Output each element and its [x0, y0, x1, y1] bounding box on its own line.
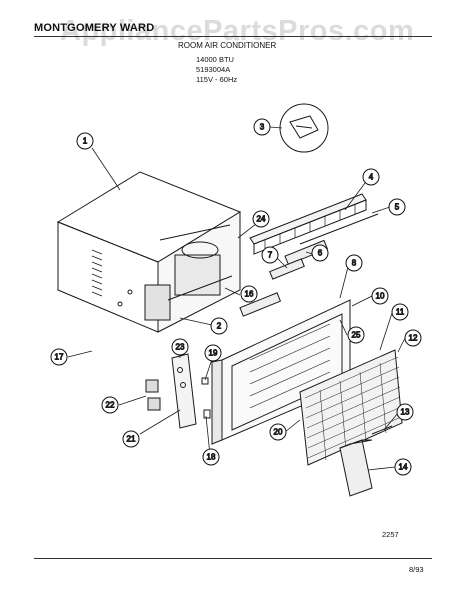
- svg-text:5: 5: [395, 203, 400, 212]
- callout-7: 7: [261, 246, 279, 264]
- svg-text:16: 16: [245, 290, 254, 299]
- callout-22: 22: [101, 396, 119, 414]
- svg-text:21: 21: [127, 435, 136, 444]
- figure-number: 2257: [382, 530, 399, 539]
- callout-23: 23: [171, 338, 189, 356]
- callout-10: 10: [371, 287, 389, 305]
- svg-text:4: 4: [369, 173, 374, 182]
- svg-text:8: 8: [352, 259, 357, 268]
- detail-inset-drawing: [279, 103, 329, 153]
- callout-13: 13: [396, 403, 414, 421]
- watermark: AppliancePartsPros.com: [60, 15, 415, 47]
- callout-6: 6: [311, 244, 329, 262]
- callout-18: 18: [202, 448, 220, 466]
- revision-date: 8/93: [409, 565, 424, 574]
- svg-text:17: 17: [55, 353, 64, 362]
- callout-19: 19: [204, 344, 222, 362]
- brand-name: MONTGOMERY WARD: [34, 22, 155, 34]
- svg-text:12: 12: [409, 334, 418, 343]
- svg-text:2: 2: [217, 322, 222, 331]
- voltage-rating: 115V - 60Hz: [196, 75, 238, 84]
- leader-lines: [67, 126, 406, 471]
- footer-rule: [34, 558, 432, 559]
- grille-drawing: [299, 349, 403, 466]
- callout-17: 17: [50, 348, 68, 366]
- callout-2: 2: [210, 317, 228, 335]
- knob-lower-drawing: [147, 397, 161, 411]
- svg-text:25: 25: [352, 331, 361, 340]
- svg-text:18: 18: [207, 453, 216, 462]
- svg-text:14: 14: [399, 463, 408, 472]
- callout-16: 16: [240, 285, 258, 303]
- callout-8: 8: [345, 254, 363, 272]
- callout-1: 1: [76, 132, 94, 150]
- svg-text:7: 7: [268, 251, 273, 260]
- svg-text:13: 13: [401, 408, 410, 417]
- callout-21: 21: [122, 430, 140, 448]
- callout-20: 20: [269, 423, 287, 441]
- btu-rating: 14000 BTU: [196, 55, 234, 64]
- callout-11: 11: [391, 303, 409, 321]
- svg-text:20: 20: [274, 428, 283, 437]
- callout-3: 3: [253, 118, 271, 136]
- svg-text:11: 11: [396, 308, 405, 317]
- svg-text:23: 23: [176, 343, 185, 352]
- diagram-title: ROOM AIR CONDITIONER: [178, 41, 277, 50]
- svg-text:24: 24: [257, 215, 266, 224]
- part-7-drawing: [269, 258, 305, 280]
- callout-25: 25: [347, 326, 365, 344]
- svg-text:1: 1: [83, 137, 88, 146]
- callout-5: 5: [388, 198, 406, 216]
- callout-14: 14: [394, 458, 412, 476]
- filter-box-drawing: [339, 439, 373, 497]
- svg-text:6: 6: [318, 249, 323, 258]
- clip-18-drawing: [203, 409, 211, 419]
- svg-text:19: 19: [209, 349, 218, 358]
- callout-24: 24: [252, 210, 270, 228]
- svg-text:3: 3: [260, 123, 265, 132]
- model-number: 5193004A: [196, 65, 231, 74]
- clip-19-drawing: [201, 377, 209, 385]
- svg-text:10: 10: [376, 292, 385, 301]
- knob-upper-drawing: [145, 379, 159, 393]
- callout-12: 12: [404, 329, 422, 347]
- cabinet-drawing: [56, 171, 242, 333]
- svg-text:22: 22: [106, 401, 115, 410]
- part-13-drawing: [371, 425, 393, 435]
- header-rule: [34, 36, 432, 37]
- top-rail-drawing: [249, 193, 379, 255]
- control-panel-drawing: [171, 353, 197, 429]
- callout-4: 4: [362, 168, 380, 186]
- part-9-drawing: [239, 292, 282, 317]
- front-panel-drawing: [211, 299, 351, 445]
